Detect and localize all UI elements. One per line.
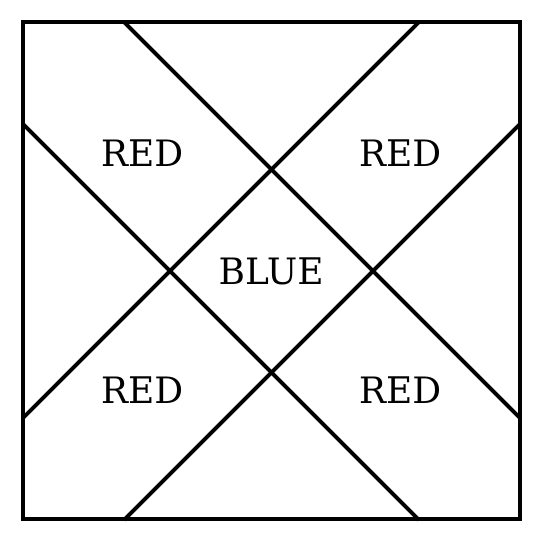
outer-square — [21, 20, 522, 521]
diagonal-line-upper-ascending — [21, 20, 421, 420]
region-label-top-left: RED — [101, 134, 183, 175]
region-label-top-right: RED — [359, 134, 441, 175]
region-label-bottom-left: RED — [101, 371, 183, 412]
diagonal-line-upper-descending — [122, 20, 522, 420]
diagonal-line-lower-ascending — [122, 122, 522, 522]
region-label-center: BLUE — [218, 252, 323, 293]
region-label-bottom-right: RED — [359, 371, 441, 412]
diagonal-line-lower-descending — [21, 122, 421, 522]
